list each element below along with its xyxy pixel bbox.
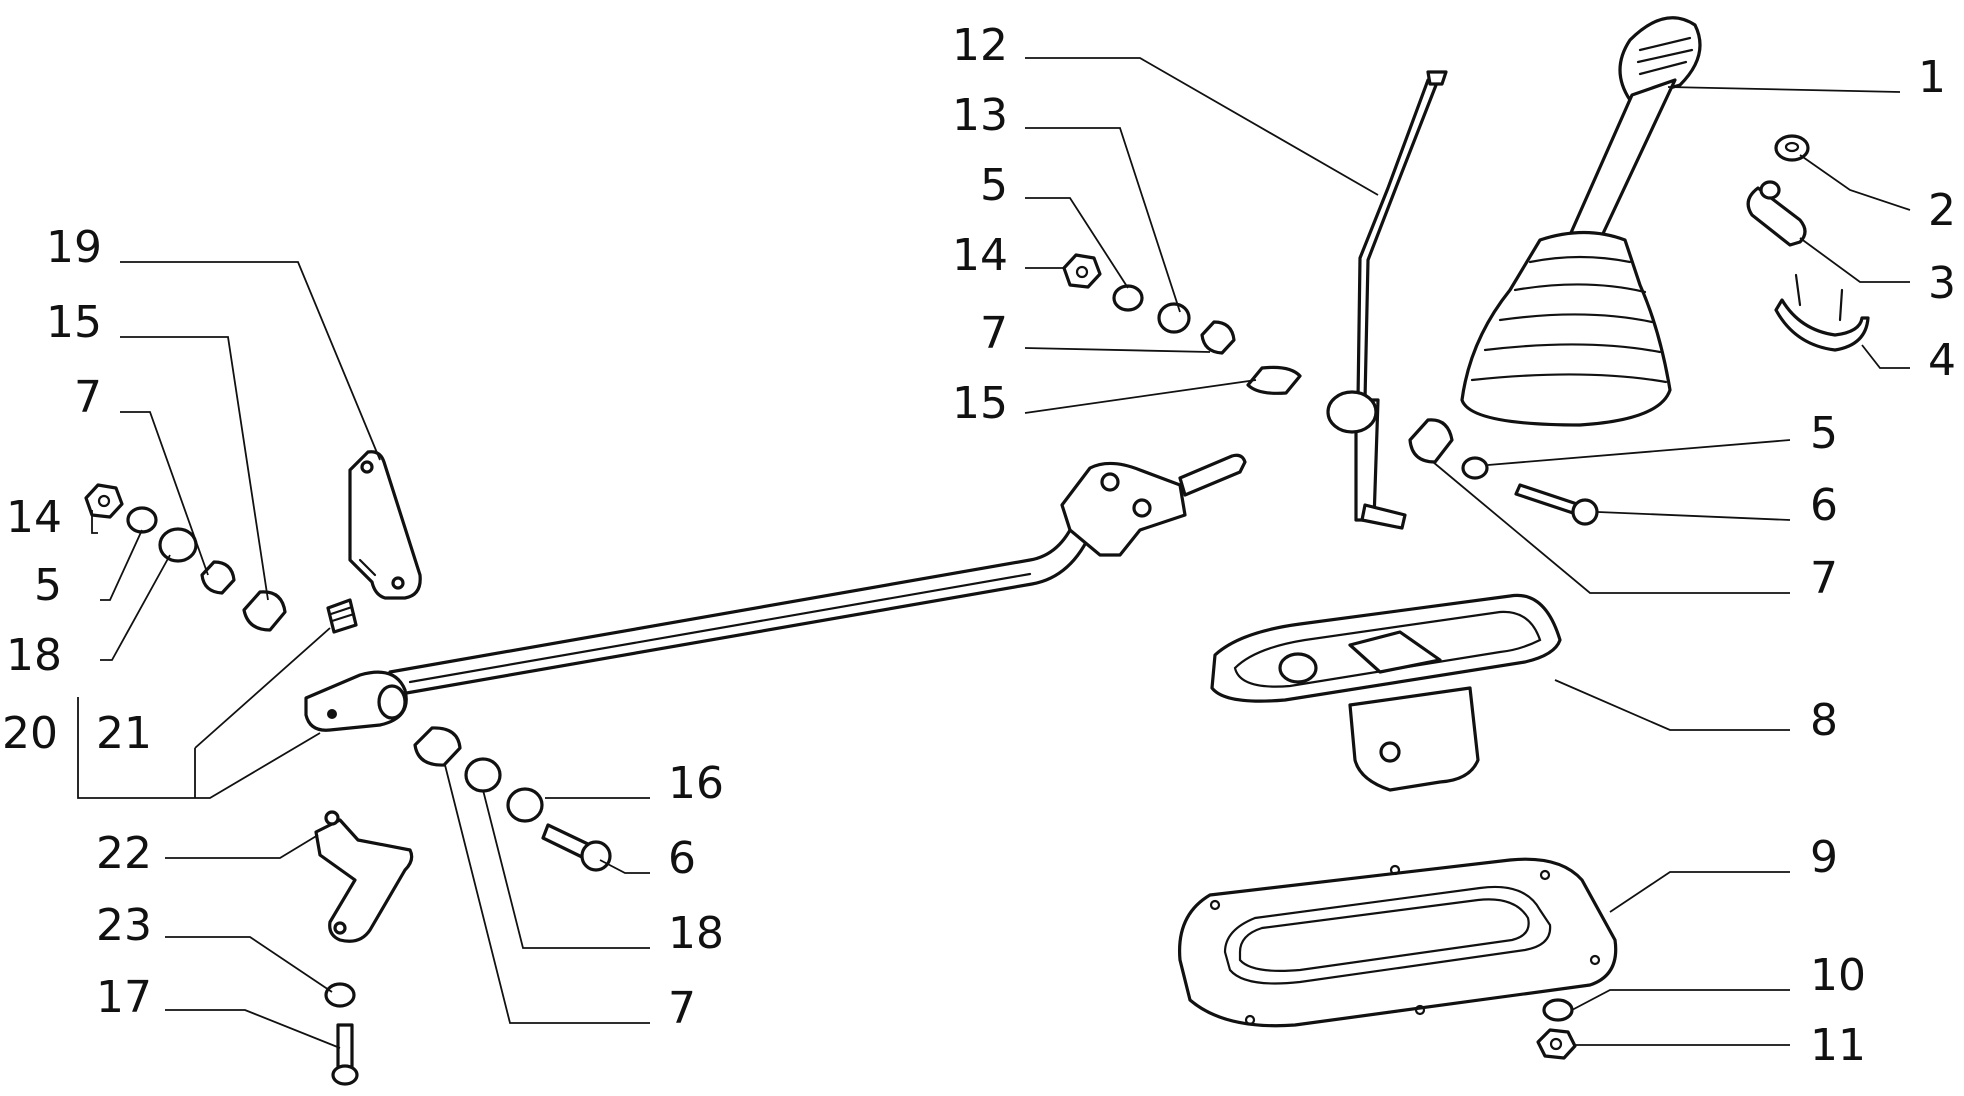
grommet-part-21 [326, 598, 358, 634]
spacer-part-15-left [242, 590, 287, 632]
washer-part-16 [506, 787, 544, 823]
callout-13: 13 [952, 90, 1008, 141]
washer-part-13 [1157, 302, 1191, 334]
callout-7-lower: 7 [668, 983, 696, 1034]
rod-rear-clevis [304, 670, 408, 732]
callout-15-upper: 15 [952, 378, 1008, 429]
callout-17: 17 [96, 972, 152, 1023]
nut-part-14-upper [1062, 253, 1102, 289]
callout-6-lower: 6 [668, 833, 696, 884]
selector-rod [388, 488, 1112, 697]
bolt-part-17 [331, 1023, 359, 1086]
callout-23: 23 [96, 900, 152, 951]
leader-lines [77, 57, 1911, 1049]
callout-18-left: 18 [6, 630, 62, 681]
callout-22: 22 [96, 828, 152, 879]
callout-18-lower: 18 [668, 908, 724, 959]
washer-part-18-lower [464, 757, 502, 793]
washer-part-5-upper [1112, 284, 1144, 312]
bracket-part-19 [348, 450, 422, 600]
washer-part-23 [324, 982, 356, 1008]
callout-11: 11 [1810, 1020, 1866, 1071]
callout-16: 16 [668, 758, 724, 809]
bolt-part-6-lower [541, 823, 612, 872]
lever-pivot-bushing [1326, 390, 1378, 434]
callout-7-right: 7 [1810, 553, 1838, 604]
gear-knob-stick [1568, 16, 1702, 242]
bushing-part-7-upper [1200, 320, 1236, 355]
callout-2: 2 [1928, 185, 1956, 236]
bushing-part-7-right [1408, 418, 1454, 464]
washer-part-2-hole [1784, 141, 1800, 153]
callout-15-left: 15 [46, 297, 102, 348]
washer-part-18-left [158, 527, 198, 563]
callout-6-right: 6 [1810, 480, 1838, 531]
callout-8: 8 [1810, 695, 1838, 746]
bracket-part-22 [314, 810, 414, 943]
gasket-plate [1177, 857, 1618, 1028]
callout-1: 1 [1918, 52, 1946, 103]
clamp-part-3 [1746, 180, 1807, 247]
gear-boot [1460, 230, 1672, 427]
washer-part-5-left [126, 506, 158, 534]
washer-part-5-right [1461, 456, 1489, 480]
callout-9: 9 [1810, 832, 1838, 883]
callout-21: 21 [96, 708, 152, 759]
callout-12: 12 [952, 20, 1008, 71]
callout-4: 4 [1928, 335, 1956, 386]
bushing-part-7-left [200, 560, 236, 595]
callout-14-left: 14 [6, 492, 62, 543]
callout-labels: 12 13 5 14 7 15 19 15 7 14 5 18 20 21 22… [2, 20, 1956, 1071]
rod-front-yoke [1060, 453, 1247, 557]
washer-part-10 [1542, 998, 1574, 1022]
callout-19: 19 [46, 222, 102, 273]
callout-5-right: 5 [1810, 408, 1838, 459]
shift-housing-plate [1210, 593, 1562, 792]
callout-20: 20 [2, 708, 58, 759]
nut-part-11 [1536, 1028, 1577, 1060]
spacer-part-15-upper [1246, 365, 1302, 395]
callout-7-upper: 7 [980, 308, 1008, 359]
bushing-part-7-lower [413, 726, 462, 767]
bolt-part-6-right [1514, 483, 1599, 526]
callout-5-upper: 5 [980, 160, 1008, 211]
callout-7-left: 7 [74, 372, 102, 423]
callout-14-upper: 14 [952, 230, 1008, 281]
callout-3: 3 [1928, 258, 1956, 309]
washer-part-2 [1774, 134, 1810, 162]
callout-5-left: 5 [34, 560, 62, 611]
callout-10: 10 [1810, 950, 1866, 1001]
bracket-part-4 [1774, 273, 1870, 352]
